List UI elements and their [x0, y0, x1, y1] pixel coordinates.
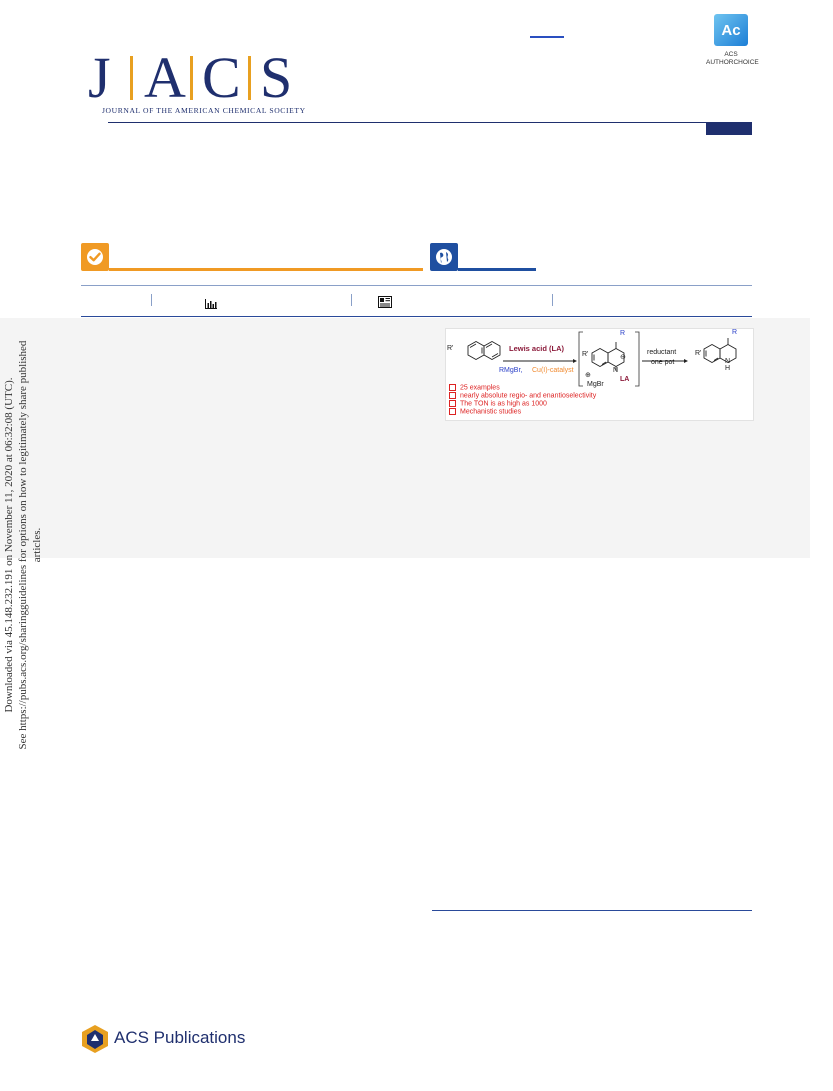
highlight-item: nearly absolute regio- and enantioselect… — [449, 392, 596, 399]
metrics-divider — [151, 294, 152, 306]
quinoline-structure — [467, 340, 501, 361]
jacs-letter-a: A — [144, 45, 186, 110]
one-pot-label: one pot — [651, 359, 675, 366]
download-notice-line2[interactable]: See https://pubs.acs.org/sharingguidelin… — [17, 340, 43, 750]
jacs-letter-c: C — [202, 45, 241, 110]
checkbox-icon — [449, 384, 456, 391]
product-n-label: N — [725, 358, 731, 365]
download-notice: Downloaded via 45.148.232.191 on Novembe… — [2, 330, 43, 760]
product-h-label: H — [725, 365, 731, 372]
reaction-arrow-2-head — [684, 359, 688, 363]
jacs-logo: J A C S JOURNAL OF THE AMERICAN CHEMICAL… — [82, 48, 308, 118]
intermediate-la-label: LA — [620, 376, 630, 383]
authorchoice-badge-text: Ac — [721, 21, 741, 39]
intermediate-plus-label: ⊕ — [585, 372, 591, 379]
metrics-divider — [351, 294, 352, 306]
authorchoice-caption: ACS AUTHORCHOICE — [706, 51, 759, 67]
top-link[interactable] — [530, 24, 564, 38]
acs-publications-logo[interactable]: ACS Publications — [80, 1024, 245, 1054]
reductant-label: reductant — [647, 349, 677, 356]
authorchoice-badge[interactable]: Ac — [714, 14, 748, 46]
read-online-underline — [458, 268, 536, 271]
product-r-label: R — [732, 329, 738, 336]
jacs-letter-j: J — [88, 45, 111, 110]
article-type-tab — [706, 122, 752, 135]
metrics-bar-top-rule — [81, 285, 752, 286]
bracket-right — [635, 331, 640, 387]
highlight-item: 25 examples — [449, 384, 500, 391]
download-notice-line1: Downloaded via 45.148.232.191 on Novembe… — [3, 377, 15, 713]
intermediate-structure — [591, 342, 625, 371]
document-icon — [378, 296, 392, 308]
reaction-scheme — [467, 331, 737, 387]
footnote-rule — [432, 910, 752, 911]
read-online-globe-icon[interactable] — [430, 243, 458, 271]
checkbox-icon — [449, 400, 456, 407]
intermediate-r-label: R — [620, 330, 626, 337]
intermediate-minus-label: ⊖ — [620, 354, 626, 361]
jacs-letter-s: S — [260, 45, 293, 110]
catalyst-label: Cu(I)-catalyst — [532, 367, 574, 374]
substrate-rprime-label: R' — [447, 345, 454, 352]
checkbox-icon — [449, 408, 456, 415]
intermediate-rprime-label: R' — [582, 351, 589, 358]
intermediate-n-label: N — [613, 367, 619, 374]
product-structure — [703, 338, 737, 364]
checkbox-icon — [449, 392, 456, 399]
bar-chart-icon — [205, 299, 217, 309]
globe-icon — [436, 249, 452, 265]
toc-graphic[interactable]: R' Lewis acid (LA) RMgBr, Cu(I)-catalyst… — [445, 328, 754, 421]
metrics-divider — [552, 294, 553, 306]
supporting-info-icon[interactable] — [378, 295, 392, 308]
jacs-separator — [130, 56, 133, 100]
bracket-left — [578, 331, 583, 387]
product-rprime-label: R' — [695, 350, 702, 357]
cite-this-underline — [109, 268, 423, 271]
jacs-separator — [190, 56, 193, 100]
metrics-chart-icon[interactable] — [205, 296, 217, 309]
acs-hexagon-icon — [82, 1025, 108, 1053]
authorchoice-caption-line2: AUTHORCHOICE — [706, 59, 759, 66]
metrics-bar-bottom-rule — [81, 316, 752, 317]
journal-full-name: JOURNAL OF THE AMERICAN CHEMICAL SOCIETY — [102, 106, 306, 115]
authorchoice-caption-line1: ACS — [724, 51, 738, 58]
highlight-item: Mechanistic studies — [449, 408, 521, 415]
jacs-separator — [248, 56, 251, 100]
check-circle-icon — [87, 249, 103, 265]
grignard-label: RMgBr, — [499, 367, 523, 374]
intermediate-mgbr-label: MgBr — [587, 381, 604, 388]
reaction-arrow-1-head — [573, 359, 577, 363]
cite-this-check-icon[interactable] — [81, 243, 109, 271]
highlight-item: The TON is as high as 1000 — [449, 400, 547, 407]
acs-publications-text: ACS Publications — [114, 1028, 246, 1047]
lewis-acid-label: Lewis acid (LA) — [509, 344, 565, 353]
header-rule — [108, 122, 752, 123]
